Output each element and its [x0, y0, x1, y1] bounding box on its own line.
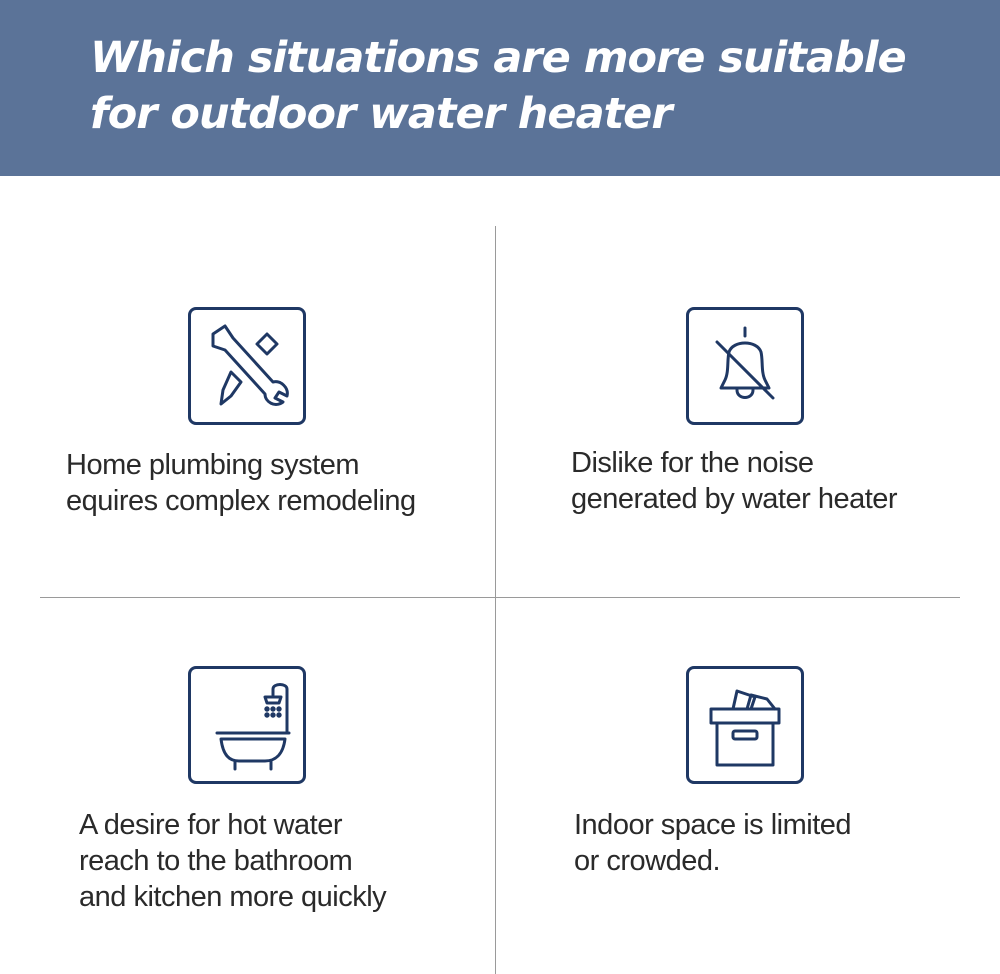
caption-line: Dislike for the noise	[571, 447, 814, 479]
horizontal-divider	[40, 597, 960, 598]
wrench-screwdriver-icon	[188, 307, 306, 425]
caption-noise: Dislike for the noise generated by water…	[571, 445, 898, 517]
title-line-1: Which situations are more suitable	[90, 33, 907, 83]
caption-line: equires complex remodeling	[66, 485, 416, 517]
page-title: Which situations are more suitable for o…	[90, 30, 970, 142]
caption-line: generated by water heater	[571, 483, 898, 515]
header-banner: Which situations are more suitable for o…	[0, 0, 1000, 176]
caption-hot-water: A desire for hot water reach to the bath…	[79, 807, 387, 915]
caption-line: A desire for hot water	[79, 809, 343, 841]
bathtub-shower-icon	[188, 666, 306, 784]
title-line-2: for outdoor water heater	[90, 89, 673, 139]
caption-plumbing: Home plumbing system equires complex rem…	[66, 447, 416, 519]
vertical-divider	[495, 226, 496, 974]
caption-line: reach to the bathroom	[79, 845, 353, 877]
storage-box-icon	[686, 666, 804, 784]
caption-line: Home plumbing system	[66, 449, 359, 481]
muted-bell-icon	[686, 307, 804, 425]
caption-line: or crowded.	[574, 845, 721, 877]
caption-indoor-space: Indoor space is limited or crowded.	[574, 807, 852, 879]
caption-line: and kitchen more quickly	[79, 881, 387, 913]
caption-line: Indoor space is limited	[574, 809, 852, 841]
